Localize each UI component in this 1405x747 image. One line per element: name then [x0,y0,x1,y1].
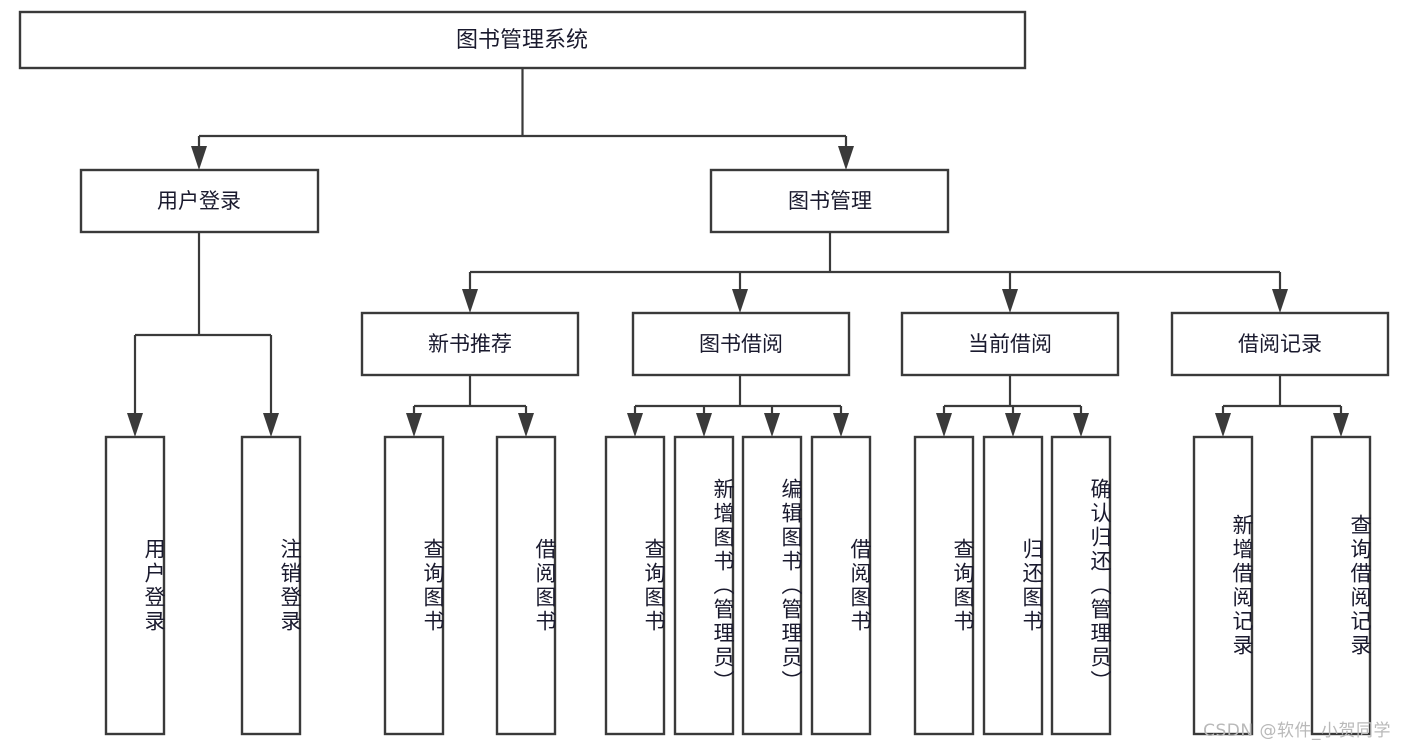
arrowhead-book-borrow [732,289,748,313]
arrowhead-current-borrow-leaf-3 [1073,413,1089,437]
leaf-box-current-borrow-2[interactable] [982,435,1044,736]
leaf-boxes-user-login [104,435,302,736]
connectors-current-borrow-to-leaves [936,375,1089,437]
book-borrow-label: 图书借阅 [699,332,783,356]
arrowhead-book-borrow-leaf-3 [764,413,780,437]
leaf-box-current-borrow-3[interactable] [1050,435,1112,736]
node-user-login[interactable]: 用户登录 [79,168,320,234]
leaf-box-user-login-2[interactable] [240,435,302,736]
arrowhead-user-login [191,146,207,170]
root-box[interactable] [18,10,1027,70]
leaf-box-user-login-1[interactable] [104,435,166,736]
borrow-record-label: 借阅记录 [1238,332,1322,356]
arrowhead-borrow-record-leaf-1 [1215,413,1231,437]
leaf-boxes-borrow-record [1192,435,1372,736]
connectors-book-borrow-to-leaves [627,375,849,437]
arrowhead-book-borrow-leaf-2 [696,413,712,437]
book-management-box[interactable] [709,168,950,234]
leaf-box-borrow-record-1[interactable] [1192,435,1254,736]
borrow-record-box[interactable] [1170,311,1390,377]
arrowhead-book-borrow-leaf-1 [627,413,643,437]
arrowhead-borrow-record-leaf-2 [1333,413,1349,437]
user-login-box[interactable] [79,168,320,234]
arrowhead-book-mgmt [838,146,854,170]
arrowhead-leaf-user-login-1 [127,413,143,437]
csdn-watermark: CSDN @软件_小贺同学 [1203,721,1391,741]
arrowhead-borrow-record [1272,289,1288,313]
node-current-borrow[interactable]: 当前借阅 [900,311,1120,377]
leaf-box-new-book-1[interactable] [383,435,445,736]
connectors-user-login-to-leaves [127,232,279,437]
connectors-new-book-to-leaves [406,375,534,437]
arrowhead-new-book [462,289,478,313]
leaf-box-book-borrow-2[interactable] [673,435,735,736]
arrowhead-leaf-user-login-2 [263,413,279,437]
new-book-recommend-label: 新书推荐 [428,332,512,356]
node-book-borrow[interactable]: 图书借阅 [631,311,851,377]
leaf-box-borrow-record-2[interactable] [1310,435,1372,736]
current-borrow-label: 当前借阅 [968,332,1052,356]
leaf-box-book-borrow-1[interactable] [604,435,666,736]
connectors-root-to-level2 [191,68,854,170]
node-book-management[interactable]: 图书管理 [709,168,950,234]
leaf-box-new-book-2[interactable] [495,435,557,736]
leaf-boxes-current-borrow [913,435,1112,736]
connectors-book-mgmt-to-level3 [462,232,1288,313]
current-borrow-box[interactable] [900,311,1120,377]
user-login-label: 用户登录 [157,189,241,213]
leaf-box-current-borrow-1[interactable] [913,435,975,736]
arrowhead-current-borrow-leaf-2 [1005,413,1021,437]
arrowhead-current-borrow-leaf-1 [936,413,952,437]
arrowhead-current-borrow [1002,289,1018,313]
new-book-recommend-box[interactable] [360,311,580,377]
leaf-boxes-new-book-recommend [383,435,557,736]
book-management-label: 图书管理 [788,189,872,213]
leaf-box-book-borrow-4[interactable] [810,435,872,736]
leaf-boxes-book-borrow [604,435,872,736]
leaf-box-book-borrow-3[interactable] [741,435,803,736]
arrowhead-new-book-leaf-2 [518,413,534,437]
node-new-book-recommend[interactable]: 新书推荐 [360,311,580,377]
connectors-borrow-record-to-leaves [1215,375,1349,437]
node-root[interactable]: 图书管理系统 [18,10,1027,70]
arrowhead-new-book-leaf-1 [406,413,422,437]
node-borrow-record[interactable]: 借阅记录 [1170,311,1390,377]
root-label: 图书管理系统 [456,28,588,53]
book-borrow-box[interactable] [631,311,851,377]
arrowhead-book-borrow-leaf-4 [833,413,849,437]
